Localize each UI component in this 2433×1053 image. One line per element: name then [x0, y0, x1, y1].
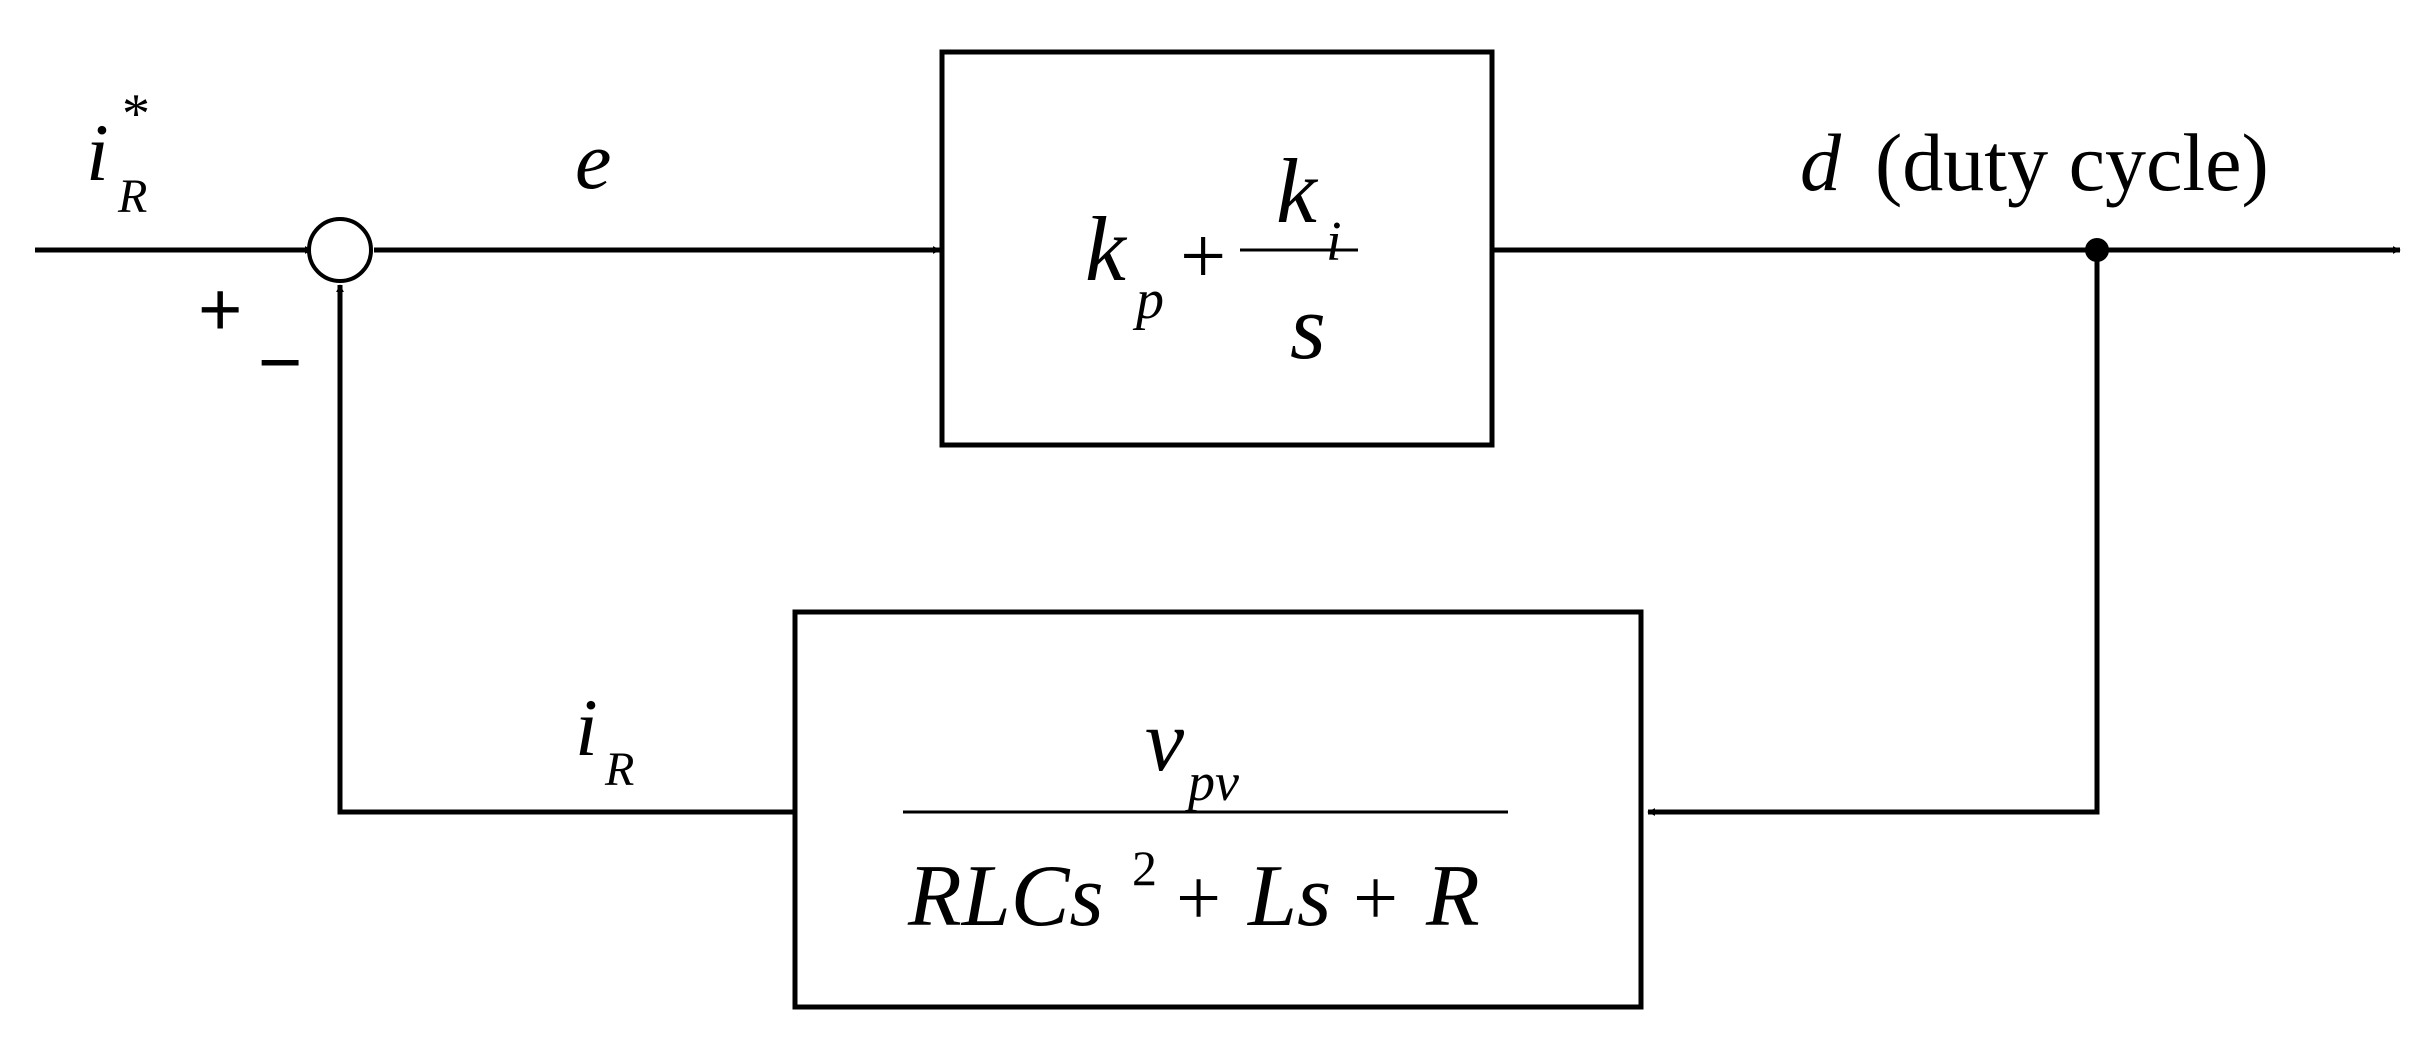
wire-feedback-branch: [1647, 250, 2100, 816]
plant-denominator: RLCs 2 + Ls + R: [907, 840, 1480, 945]
controller-plus: +: [1180, 210, 1226, 301]
plant-numerator: v pv: [1145, 693, 1239, 812]
minus-sign: −: [258, 320, 302, 405]
feedback-signal-label: i R: [575, 682, 634, 796]
summing-junction: [307, 217, 373, 283]
wire-feedback-return: [336, 284, 795, 815]
plus-sign: +: [198, 267, 242, 352]
controller-transfer-function: k p + k i s: [1085, 140, 1342, 378]
ki-denominator: s: [1290, 276, 1326, 378]
plant-block: [792, 609, 1644, 1010]
output-signal-label: d (duty cycle): [1800, 117, 2269, 208]
branch-point: [2085, 238, 2109, 262]
kp-term: k p: [1085, 198, 1164, 331]
error-signal-label: e: [575, 115, 611, 206]
reference-signal-label: i R *: [86, 83, 151, 223]
ki-numerator: k i: [1276, 140, 1342, 273]
plant-transfer-function: v pv RLCs 2 + Ls + R: [907, 693, 1480, 945]
controller-block: [939, 49, 1495, 448]
